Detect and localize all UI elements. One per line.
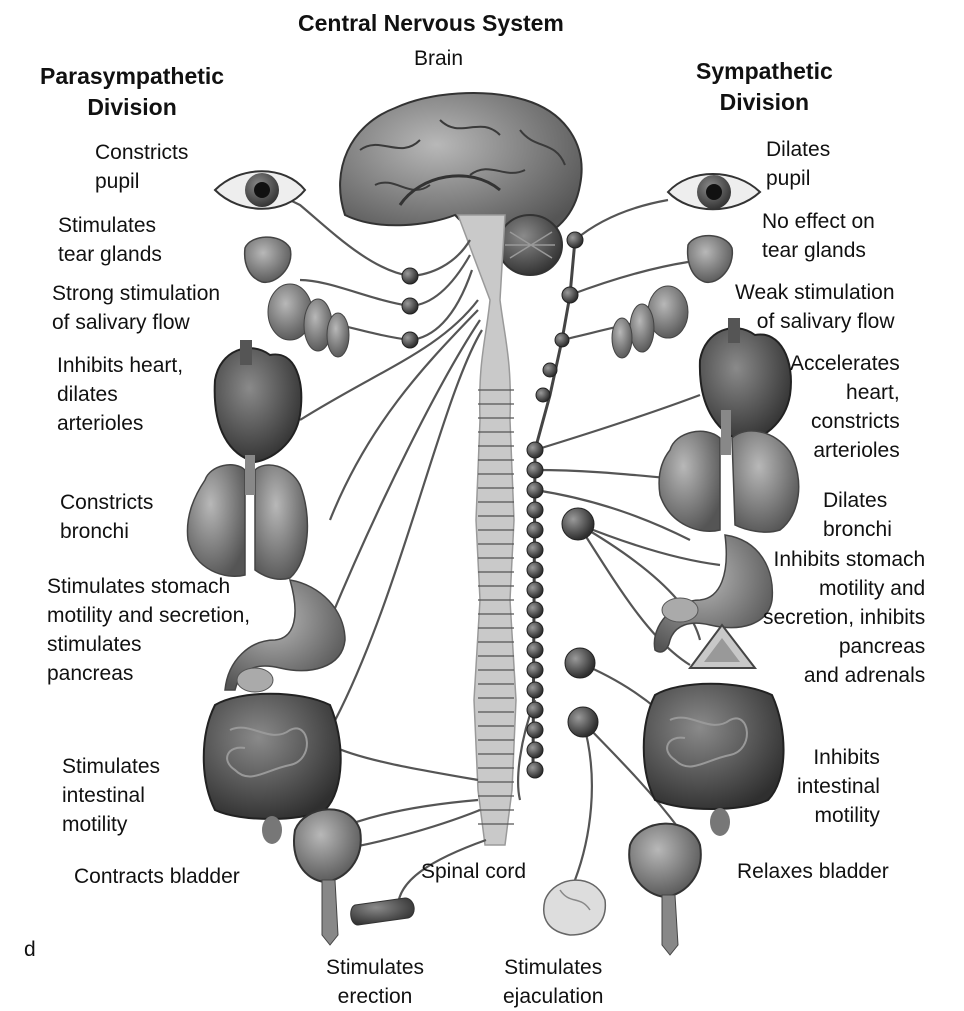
ganglion: [527, 662, 543, 678]
symp-genital-label: Stimulates ejaculation: [503, 953, 603, 1011]
right-intestines: [644, 684, 784, 836]
para-eye-label: Constricts pupil: [95, 138, 188, 196]
ganglion: [527, 502, 543, 518]
symp-stomach-label: Inhibits stomach motility and secretion,…: [763, 545, 925, 690]
ganglion: [527, 622, 543, 638]
symp-intestine-label: Inhibits intestinal motility: [797, 743, 880, 830]
ganglion: [562, 287, 578, 303]
para-bladder-label: Contracts bladder: [74, 862, 240, 891]
ganglion: [527, 722, 543, 738]
symp-salivary-label: Weak stimulation of salivary flow: [735, 278, 895, 336]
ganglion: [527, 562, 543, 578]
ganglion: [527, 602, 543, 618]
ganglion: [568, 707, 598, 737]
left-lungs: [187, 455, 307, 579]
right-lungs: [659, 410, 799, 532]
left-tear-gland: [245, 237, 291, 282]
ganglion: [543, 363, 557, 377]
ganglion: [527, 742, 543, 758]
seminal-vesicle: [544, 880, 606, 935]
para-genital-label: Stimulates erection: [326, 953, 424, 1011]
left-bladder: [294, 809, 361, 945]
para-lungs-label: Constricts bronchi: [60, 488, 153, 546]
right-salivary-glands: [612, 286, 688, 358]
ganglion: [567, 232, 583, 248]
ganglion: [527, 542, 543, 558]
parasympathetic-heading: Parasympathetic Division: [40, 61, 224, 123]
symp-heart-label: Accelerates heart, constricts arterioles: [790, 349, 900, 465]
right-eye: [668, 174, 760, 209]
spinal-cord-label: Spinal cord: [421, 857, 526, 886]
ganglion: [527, 762, 543, 778]
ganglion: [527, 682, 543, 698]
ganglion: [527, 442, 543, 458]
left-heart: [215, 340, 302, 462]
left-eye: [215, 171, 305, 209]
para-tear-label: Stimulates tear glands: [58, 211, 162, 269]
ganglion: [536, 388, 550, 402]
ganglion: [402, 298, 418, 314]
symp-bladder-label: Relaxes bladder: [737, 857, 889, 886]
ganglion: [527, 642, 543, 658]
para-intestine-label: Stimulates intestinal motility: [62, 752, 160, 839]
ganglion: [527, 482, 543, 498]
ganglion: [527, 462, 543, 478]
ganglion: [565, 648, 595, 678]
sympathetic-heading: Sympathetic Division: [696, 56, 833, 118]
right-heart: [700, 318, 791, 442]
cns-title: Central Nervous System: [298, 8, 564, 39]
brain-label: Brain: [414, 44, 463, 73]
symp-eye-label: Dilates pupil: [766, 135, 830, 193]
symp-lungs-label: Dilates bronchi: [823, 486, 892, 544]
ganglion: [402, 332, 418, 348]
ganglion: [527, 702, 543, 718]
ganglion: [402, 268, 418, 284]
symp-tear-label: No effect on tear glands: [762, 207, 875, 265]
right-tear-gland: [688, 236, 733, 283]
ganglion: [527, 582, 543, 598]
para-salivary-label: Strong stimulation of salivary flow: [52, 279, 220, 337]
para-stomach-label: Stimulates stomach motility and secretio…: [47, 572, 250, 688]
ganglion: [555, 333, 569, 347]
left-salivary-glands: [268, 284, 349, 357]
corner-letter: d: [24, 935, 36, 964]
adrenal-gland: [690, 625, 755, 668]
ganglion: [562, 508, 594, 540]
para-heart-label: Inhibits heart, dilates arterioles: [57, 351, 183, 438]
brain: [340, 93, 582, 275]
right-bladder: [629, 824, 701, 955]
penis: [351, 898, 414, 925]
ganglion: [527, 522, 543, 538]
